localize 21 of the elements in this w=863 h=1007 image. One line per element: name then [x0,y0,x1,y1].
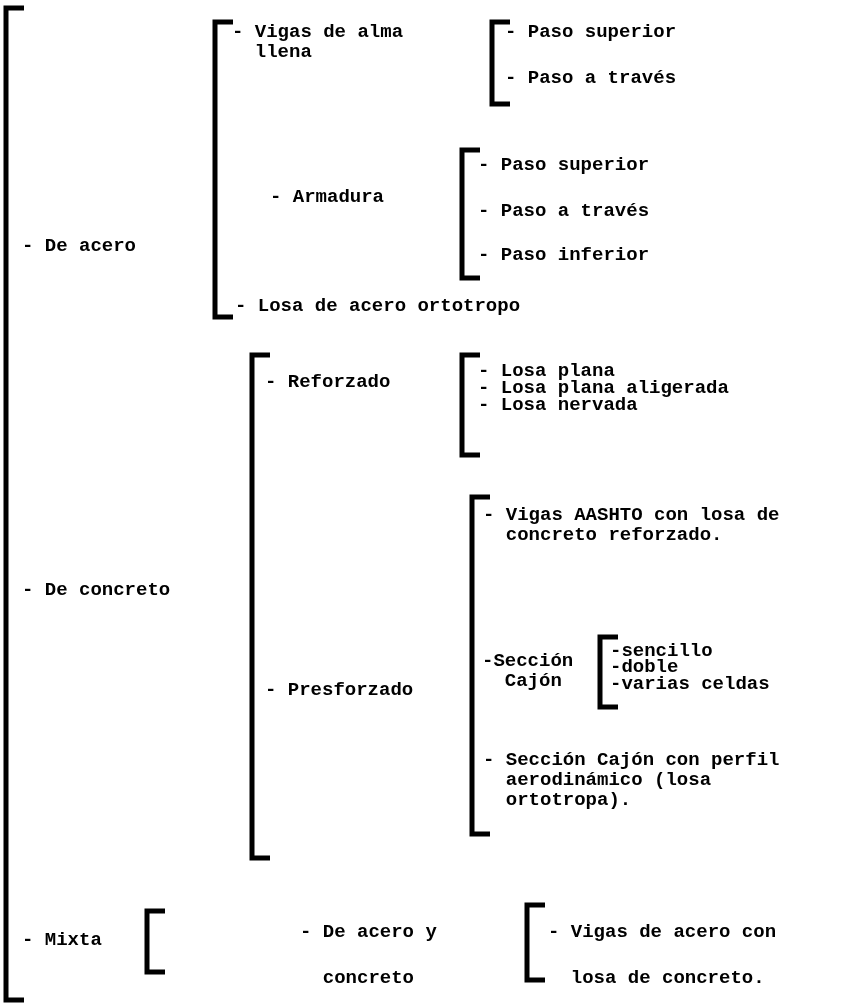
category-label: - Losa de acero ortotropo [235,296,521,316]
category-label: - Mixta [22,930,102,950]
category-label: - Paso a través [478,201,650,221]
category-label: - Vigas de alma llena [232,22,405,62]
category-label: - De concreto [22,580,171,600]
category-label: -doble [610,657,679,677]
category-label: - Vigas de acero con losa de concreto. [548,920,778,991]
category-label: - Sección Cajón con perfil aerodinámico (losa ortotropa). [483,750,781,810]
category-label: - De acero y concreto [300,920,438,991]
category-label: - Armadura [270,187,385,207]
category-label: - Paso superior [478,155,650,175]
category-label: - Losa plana [478,361,615,381]
category-label: - Paso superior [505,22,677,42]
category-label: - Paso a través [505,68,677,88]
category-label: -varias celdas [610,674,770,694]
category-label: - Paso inferior [478,245,650,265]
category-label: -Sección Cajón [482,651,575,691]
category-label: - Reforzado [265,372,391,392]
category-label: - Vigas AASHTO con losa de concreto reforzado. [483,505,781,545]
category-label: - De acero [22,236,137,256]
category-label: - Presforzado [265,680,414,700]
